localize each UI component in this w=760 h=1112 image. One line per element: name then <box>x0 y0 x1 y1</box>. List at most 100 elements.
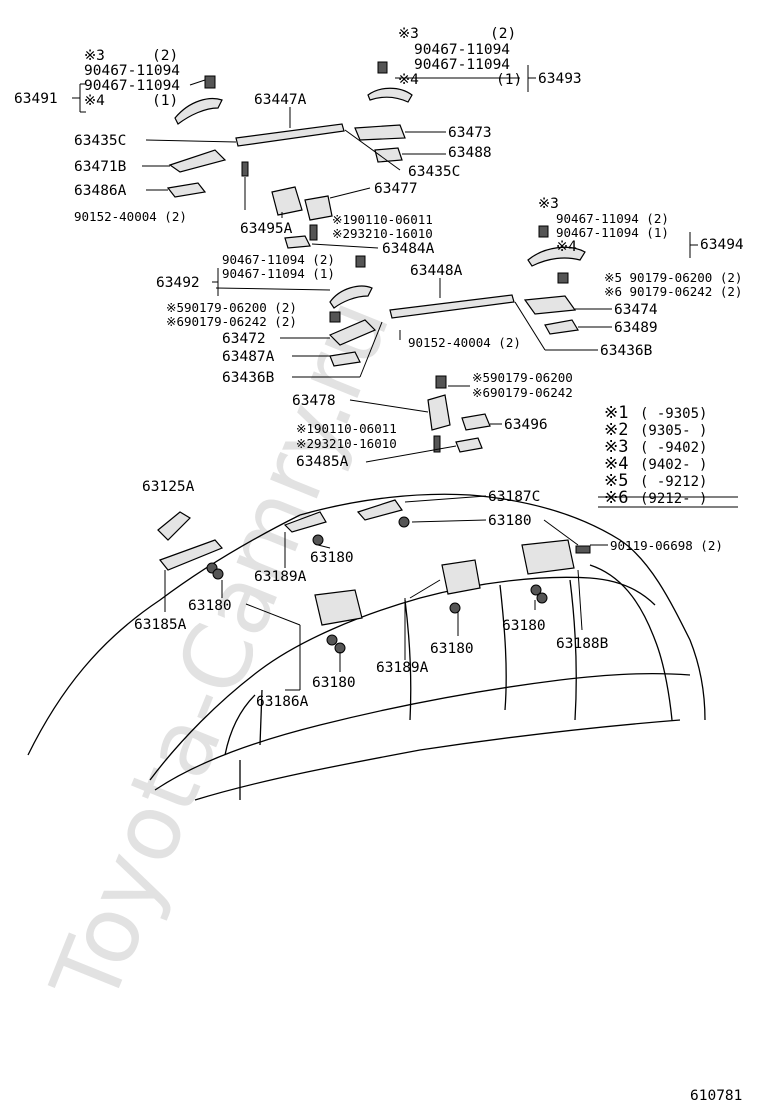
label-63187C: 63187C <box>488 489 540 505</box>
label-63493-bolt-2: 90467-11094 <box>414 57 510 73</box>
bracket-63471B <box>168 149 227 173</box>
label-63436B-b: 63436B <box>222 370 275 386</box>
label-63496: 63496 <box>504 417 548 433</box>
label-63493-note-3: ※3 <box>398 26 419 42</box>
support-63477 <box>271 186 333 221</box>
legend-mark-5: ※5 <box>604 471 628 491</box>
bracket-63474 <box>523 272 577 315</box>
label-90179-c-6: ※690179-06242 <box>472 385 573 400</box>
legend-mark-3: ※3 <box>604 437 628 457</box>
leader-lines <box>72 65 738 691</box>
label-63488: 63488 <box>448 145 492 161</box>
label-63185A: 63185A <box>134 617 187 633</box>
bracket-63186A <box>314 589 363 654</box>
label-63189A-a: 63189A <box>254 569 307 585</box>
label-63125A: 63125A <box>142 479 195 495</box>
label-63491-qty-2: (2) <box>152 48 178 64</box>
legend-range-6: (9212- ) <box>640 491 707 507</box>
label-90119: 90119-06698 (2) <box>610 538 723 553</box>
legend-range-5: ( -9212) <box>640 474 707 490</box>
label-63493-qty-1: (1) <box>496 72 522 88</box>
legend-mark-1: ※1 <box>604 403 628 423</box>
label-63495A: 63495A <box>240 221 293 237</box>
label-63491-qty-1: (1) <box>152 93 178 109</box>
legend-mark-6: ※6 <box>604 488 628 508</box>
legend-mark-4: ※4 <box>604 454 628 474</box>
end-cap-63494 <box>527 225 586 267</box>
label-63491-bolt-1: 90467-11094 <box>84 63 180 79</box>
label-90110-a: ※190110-06011 <box>332 212 433 227</box>
label-63492-bolt-1: 90467-11094 (2) <box>222 252 335 267</box>
label-63491-note-3: ※3 <box>84 48 105 64</box>
label-90179-b-6: ※690179-06242 (2) <box>166 314 297 329</box>
legend-range-1: ( -9305) <box>640 406 707 422</box>
label-90179-c-5: ※590179-06200 <box>472 370 573 385</box>
label-63494: 63494 <box>700 237 744 253</box>
pad-63489 <box>544 319 579 335</box>
label-63487A: 63487A <box>222 349 275 365</box>
label-90179-a-6: ※6 90179-06242 (2) <box>604 284 742 299</box>
label-63493-bolt-1: 90467-11094 <box>414 42 510 58</box>
legend-table: ※1 ( -9305) ※2 (9305- ) ※3 ( -9402) ※4 (… <box>604 403 707 508</box>
label-63492: 63492 <box>156 275 200 291</box>
legend-mark-2: ※2 <box>604 420 628 440</box>
support-63478 <box>427 375 451 453</box>
pad-63488 <box>374 147 403 163</box>
label-63486A: 63486A <box>74 183 127 199</box>
end-cap-63491 <box>174 75 223 125</box>
pad-63487A <box>329 351 361 367</box>
label-63484A: 63484A <box>382 241 435 257</box>
end-cap-63492 <box>329 255 373 309</box>
label-63180-a: 63180 <box>488 513 532 529</box>
bracket-63189A-a <box>283 511 327 546</box>
label-93210-b: ※293210-16010 <box>296 436 397 451</box>
roof-rail-63447A <box>235 123 345 147</box>
bracket-63472 <box>328 311 377 346</box>
label-63474: 63474 <box>614 302 658 318</box>
roof-rail-63448A <box>389 294 515 319</box>
label-63180-b: 63180 <box>310 550 354 566</box>
bracket-63188B <box>521 539 591 604</box>
legend-range-2: (9305- ) <box>640 423 707 439</box>
label-63493: 63493 <box>538 71 582 87</box>
diagram-number: 610781 <box>690 1088 742 1104</box>
part-labels: ※3 (2) 90467-11094 90467-11094 63491 ※4 … <box>14 26 744 710</box>
label-63485A: 63485A <box>296 454 349 470</box>
label-63494-note-3: ※3 <box>538 196 559 212</box>
bolt-90152-a <box>241 161 249 177</box>
label-63180-e: 63180 <box>430 641 474 657</box>
label-63472: 63472 <box>222 331 266 347</box>
legend-range-4: (9402- ) <box>640 457 707 473</box>
label-63435C-a: 63435C <box>74 133 126 149</box>
pad-63496 <box>455 413 491 453</box>
label-63435C-b: 63435C <box>408 164 460 180</box>
label-63494-bolt-1: 90467-11094 (2) <box>556 211 669 226</box>
label-63180-c: 63180 <box>188 598 232 614</box>
label-63188B: 63188B <box>556 636 609 652</box>
label-63492-bolt-2: 90467-11094 (1) <box>222 266 335 281</box>
label-63491: 63491 <box>14 91 58 107</box>
label-90179-a-5: ※5 90179-06200 (2) <box>604 270 742 285</box>
label-63473: 63473 <box>448 125 492 141</box>
label-63493-qty-2: (2) <box>490 26 516 42</box>
bracket-63189A-b <box>441 559 481 614</box>
label-63477: 63477 <box>374 181 418 197</box>
label-90110-b: ※190110-06011 <box>296 421 397 436</box>
label-63189A-b: 63189A <box>376 660 429 676</box>
label-63491-note-4: ※4 <box>84 93 105 109</box>
bracket-63185A <box>159 539 224 580</box>
label-63186A: 63186A <box>256 694 309 710</box>
label-63478: 63478 <box>292 393 336 409</box>
label-63447A: 63447A <box>254 92 307 108</box>
bracket-63187C <box>356 499 410 528</box>
label-90152-b: 90152-40004 (2) <box>408 335 521 350</box>
legend-range-3: ( -9402) <box>640 440 707 456</box>
label-63180-f: 63180 <box>312 675 356 691</box>
label-63180-d: 63180 <box>502 618 546 634</box>
bracket-63125A <box>157 511 191 541</box>
label-93210-a: ※293210-16010 <box>332 226 433 241</box>
pad-63484A <box>284 224 318 249</box>
end-cap-63493 <box>367 61 413 103</box>
label-90179-b-5: ※590179-06200 (2) <box>166 300 297 315</box>
